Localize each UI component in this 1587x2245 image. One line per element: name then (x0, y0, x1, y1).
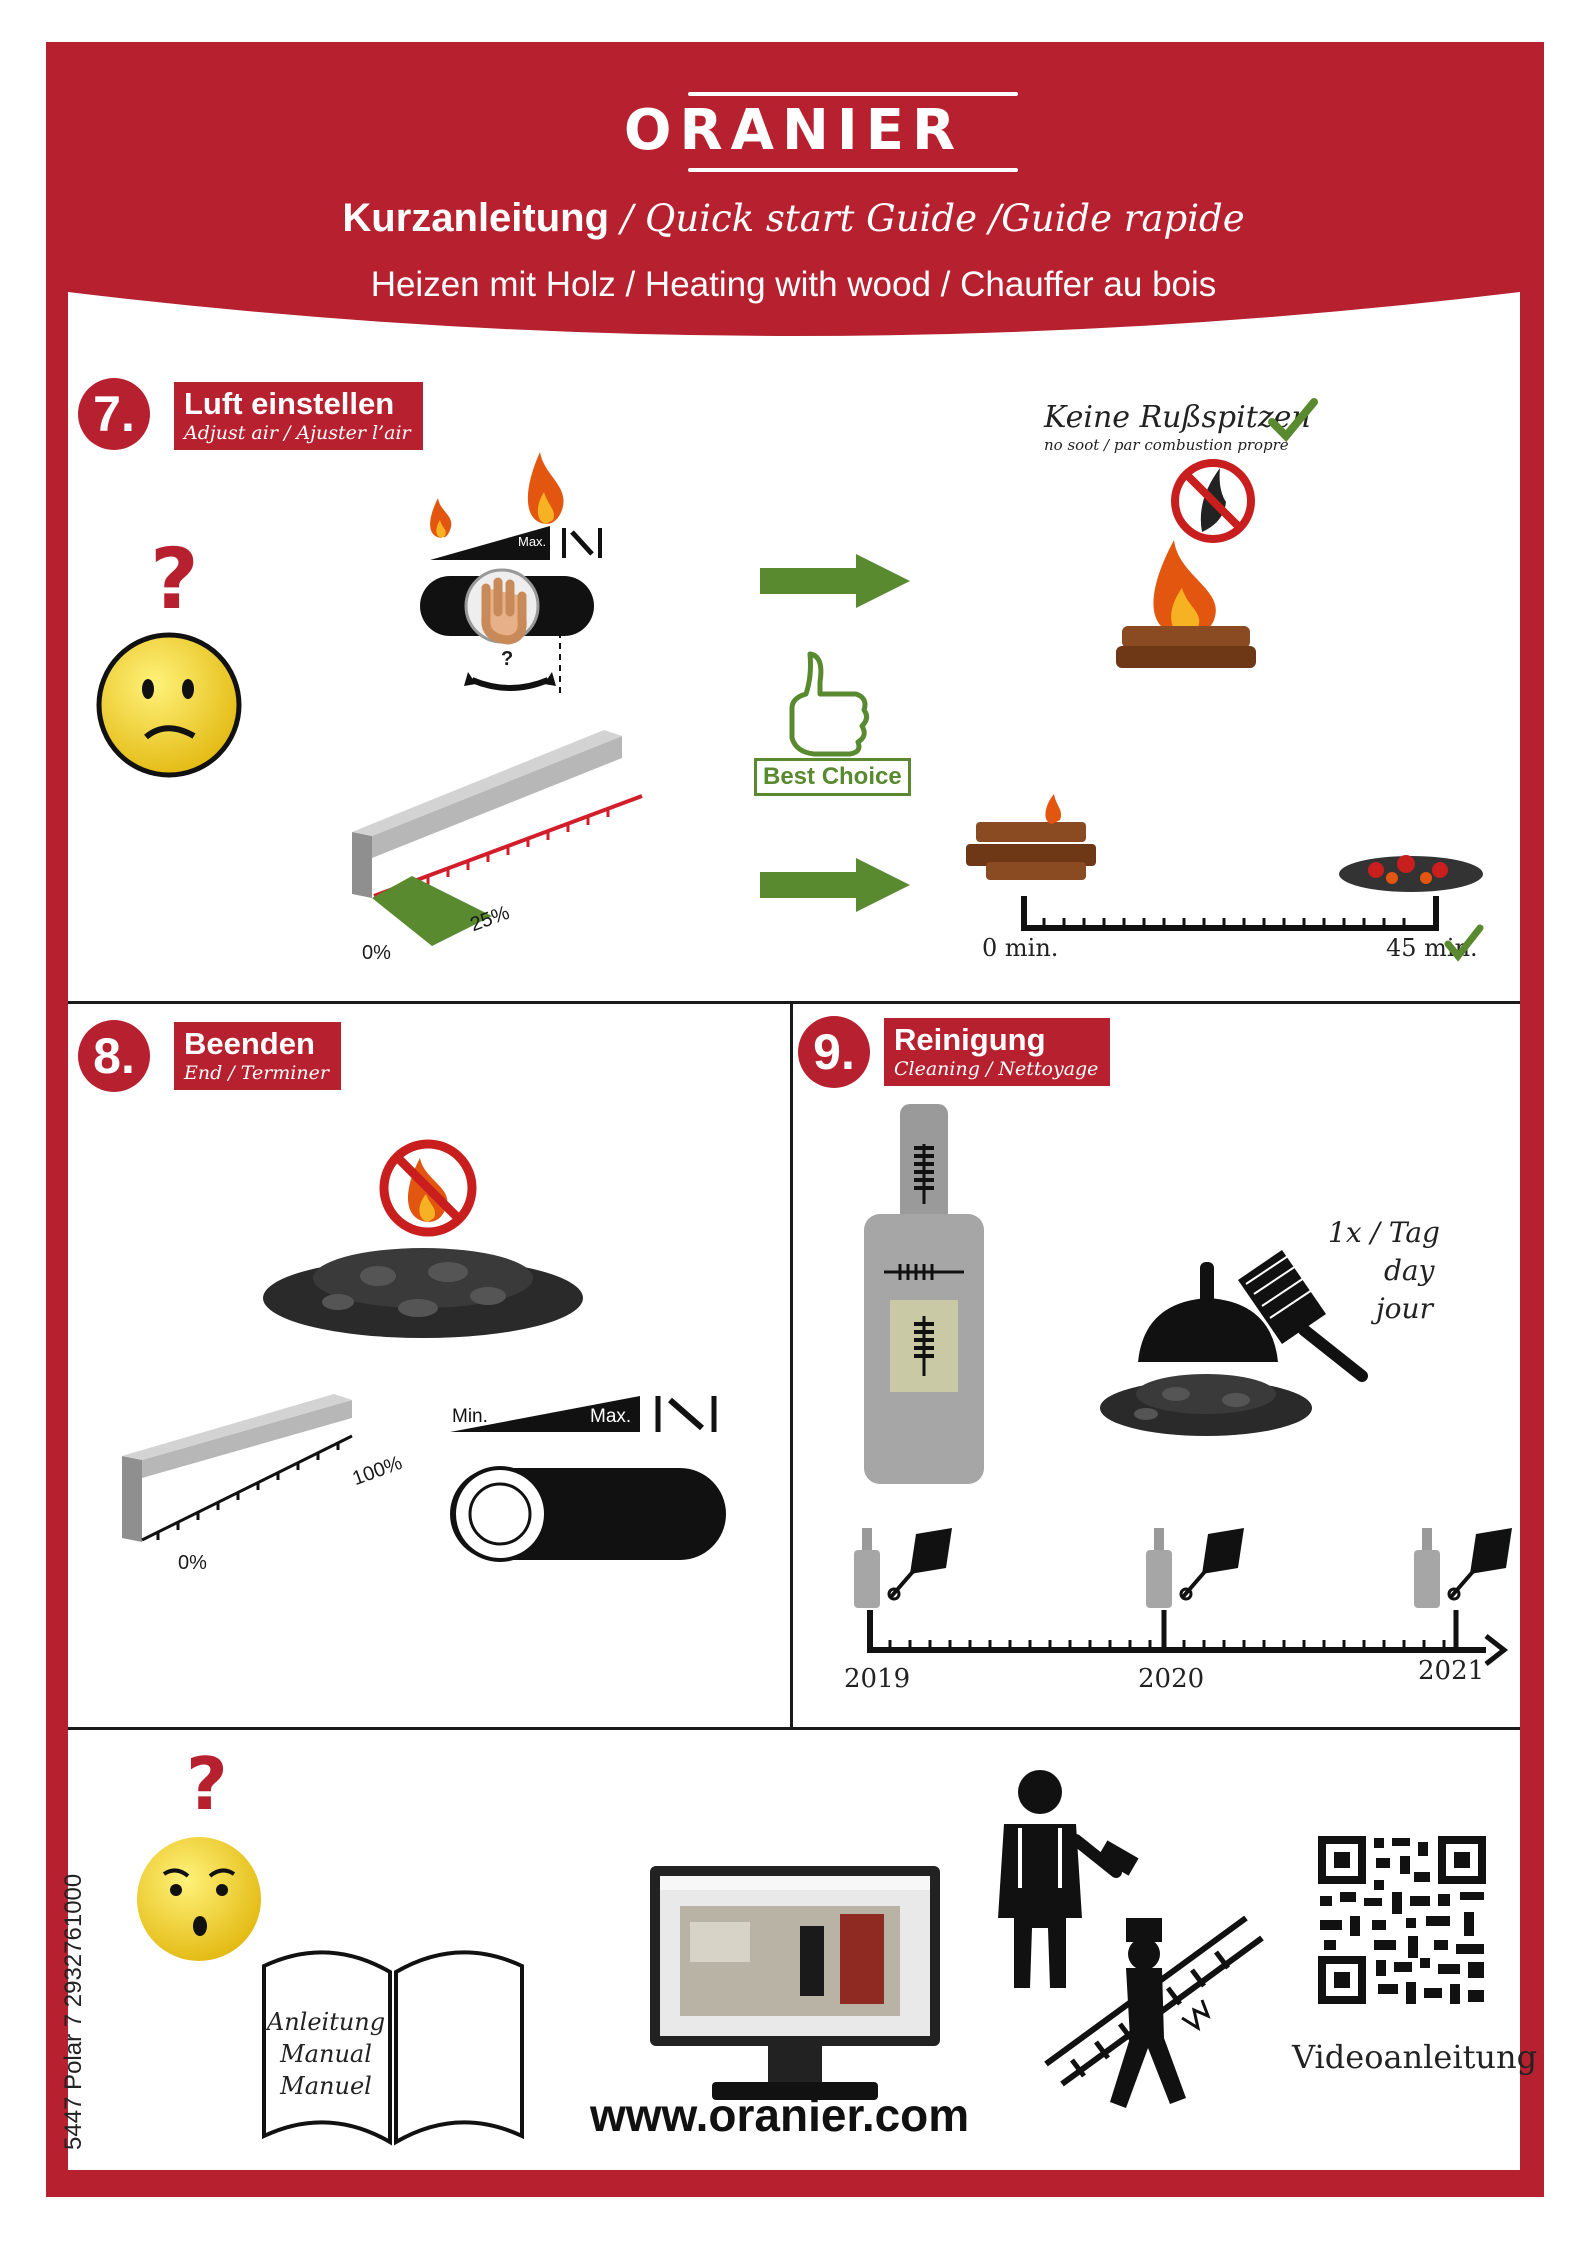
air-lever-closed-icon (122, 1394, 353, 1542)
header-curve (68, 270, 1520, 336)
step8-title: Beenden (184, 1026, 315, 1061)
stove-small-icon (1146, 1528, 1172, 1608)
stove-icon (864, 1104, 984, 1484)
video-guide-label: Videoanleitung (1292, 2038, 1538, 2076)
lever-0-label: 0% (362, 942, 391, 964)
brush-small-icon (1447, 1528, 1512, 1601)
campfire-icon (1116, 540, 1256, 668)
surprised-smiley-icon (137, 1837, 261, 1961)
step7-label: Luft einstellen Adjust air / Ajuster l’a… (174, 382, 423, 450)
step7-subtitle: Adjust air / Ajuster l’air (184, 422, 411, 444)
brush-icon (1238, 1250, 1368, 1382)
slider-end-icon (562, 528, 602, 558)
year-2021-label: 2021 (1418, 1656, 1485, 1686)
step9-label: Reinigung Cleaning / Nettoyage (884, 1018, 1111, 1086)
cleaning-timeline (867, 1610, 1509, 1666)
slider-min-label: Min. (434, 534, 459, 549)
closed-knob-icon (450, 1466, 726, 1562)
article-number: 5447 Polar 7 2932761000 (60, 1873, 87, 2150)
hand-knob-icon (420, 568, 594, 698)
coal-pile-icon (1100, 1374, 1312, 1436)
title-translations: / Quick start Guide /Guide rapide (609, 197, 1245, 240)
step7-title: Luft einstellen (184, 386, 395, 421)
question-mark-icon: ? (186, 1742, 228, 1826)
flame-icon (430, 498, 452, 538)
brand-underline-top (688, 92, 1018, 96)
brand-logo: ORANIER (623, 98, 964, 163)
step7-number: 7. (78, 378, 150, 450)
manual-label-en: Manual (280, 2040, 372, 2068)
divider-footer-top (68, 1727, 1520, 1730)
title-main: Kurzanleitung (342, 196, 610, 240)
monitor-icon (650, 1866, 940, 2100)
frequency-line-2: day (1384, 1254, 1435, 1287)
slider-end-icon (655, 1396, 717, 1432)
no-soot-icon (1171, 459, 1255, 543)
brush-small-icon (1179, 1528, 1244, 1601)
no-fire-icon (379, 1139, 477, 1237)
no-soot-title: Keine Rußspitzen (1044, 400, 1311, 435)
stove-small-icon (1414, 1528, 1440, 1608)
manual-label-de: Anleitung (266, 2008, 386, 2036)
time-start-label: 0 min. (982, 934, 1059, 962)
brand-underline-bottom (688, 168, 1018, 172)
year-2020-label: 2020 (1138, 1664, 1205, 1694)
slider-max-label: Max. (590, 1406, 632, 1427)
rotate-hint: ? (501, 648, 514, 670)
book-icon (262, 1950, 524, 2146)
slider-max-label: Max. (518, 534, 547, 549)
air-lever-icon (352, 730, 643, 946)
air-slider-scale (450, 1396, 640, 1432)
burn-time-scale (1021, 896, 1439, 931)
chimney-sweep-icon (998, 1770, 1264, 2108)
divider-step7-bottom (68, 1001, 1520, 1004)
frequency-line-3: jour (1376, 1292, 1433, 1325)
step9-title: Reinigung (894, 1022, 1046, 1057)
stove-small-icon (854, 1528, 880, 1608)
no-soot-subtitle: no soot / par combustion propre (1044, 436, 1289, 454)
checkmark-icon (1444, 924, 1484, 962)
air-slider-scale (430, 526, 550, 560)
coal-pile-icon (263, 1248, 583, 1338)
step8-number: 8. (78, 1020, 150, 1092)
step9-number: 9. (798, 1016, 870, 1088)
thumbs-up-icon (789, 651, 870, 757)
frequency-line-1: 1x / Tag (1328, 1216, 1440, 1249)
slider-min-label: Min. (452, 1406, 488, 1427)
year-2019-label: 2019 (844, 1664, 911, 1694)
lever-0-label: 0% (178, 1552, 207, 1574)
question-mark-icon: ? (150, 530, 199, 628)
flame-icon (527, 452, 564, 524)
step8-subtitle: End / Terminer (184, 1062, 329, 1084)
ember-pile-icon (1339, 855, 1483, 892)
page-title: Kurzanleitung / Quick start Guide /Guide… (0, 196, 1587, 241)
brush-small-icon (887, 1528, 952, 1601)
best-choice-badge: Best Choice (754, 758, 911, 796)
manual-label-fr: Manuel (280, 2072, 372, 2100)
step9-subtitle: Cleaning / Nettoyage (894, 1058, 1099, 1080)
confused-smiley-icon (96, 632, 242, 778)
divider-step8-9 (790, 1001, 793, 1728)
website-link[interactable]: www.oranier.com (590, 2089, 970, 2141)
qr-code-icon[interactable] (1314, 1832, 1490, 2008)
wood-pile-icon (966, 794, 1096, 880)
arrow-right-icon (760, 554, 910, 608)
page-subtitle: Heizen mit Holz / Heating with wood / Ch… (370, 265, 1217, 304)
shovel-icon (1138, 1262, 1278, 1362)
content-panel (68, 290, 1520, 2170)
checkmark-icon (1268, 398, 1318, 442)
step8-label: Beenden End / Terminer (174, 1022, 341, 1090)
arrow-right-icon (760, 858, 910, 912)
